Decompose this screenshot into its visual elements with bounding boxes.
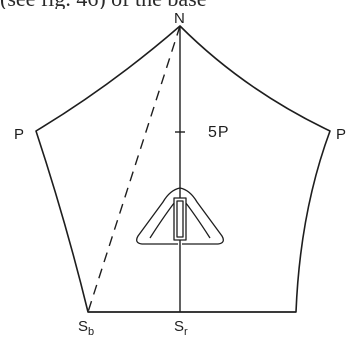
bird-body (173, 197, 187, 241)
label-axis-5p: 5P (208, 124, 230, 141)
label-s: S (78, 318, 88, 335)
label-apex-n: N (174, 10, 185, 27)
label-bottom-center: Sr (174, 318, 188, 338)
bird-figure (136, 187, 224, 245)
bird-body-inner (176, 200, 184, 238)
dashed-diagonal-line (87, 25, 181, 313)
pentagon-outline (35, 25, 331, 313)
label-s: S (174, 318, 184, 335)
label-left-p: P (14, 126, 24, 143)
bird-left-wing (136, 187, 181, 245)
label-right-p: P (336, 126, 346, 143)
label-bottom-left: Sb (78, 318, 94, 338)
bird-right-wing (179, 187, 224, 245)
cropped-caption-text: (see fig. 46) of the base (0, 0, 356, 9)
label-subscript-r: r (184, 326, 188, 338)
label-subscript-b: b (88, 326, 94, 338)
